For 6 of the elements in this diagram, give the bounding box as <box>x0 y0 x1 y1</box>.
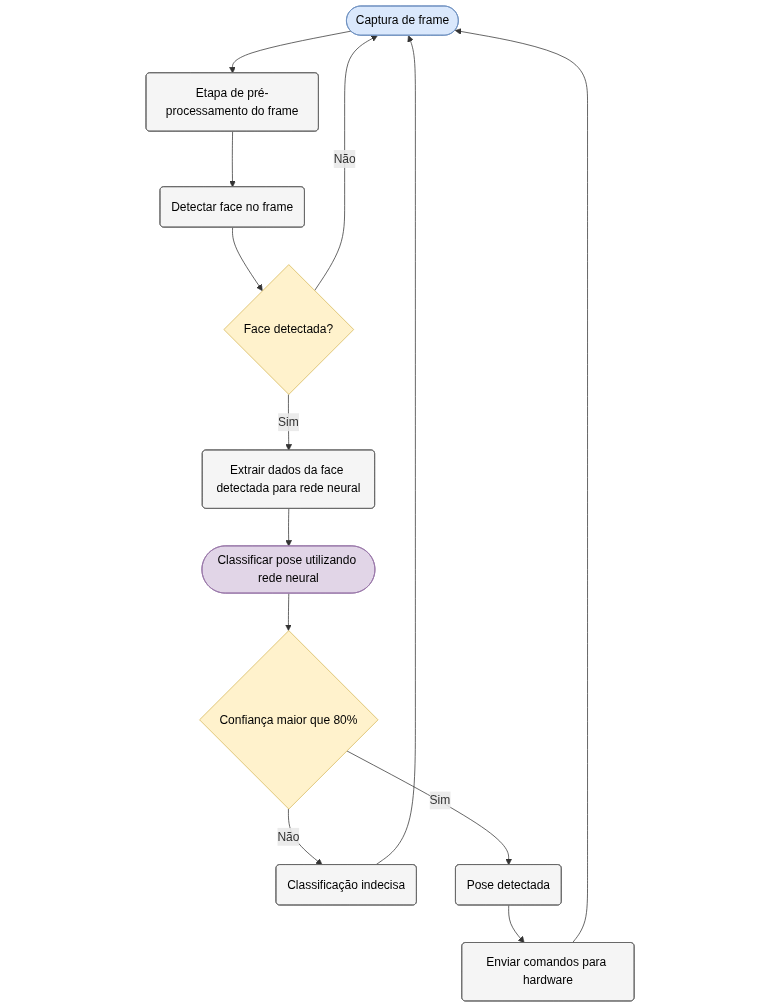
edge-label: Não <box>277 830 300 843</box>
node-diamond: Confiança maior que 80% <box>199 630 379 810</box>
edge-label: Não <box>334 152 357 165</box>
edge-label: Sim <box>278 415 300 429</box>
node-diamond: Face detectada? <box>223 264 355 395</box>
edge-label: Sim <box>430 793 451 807</box>
